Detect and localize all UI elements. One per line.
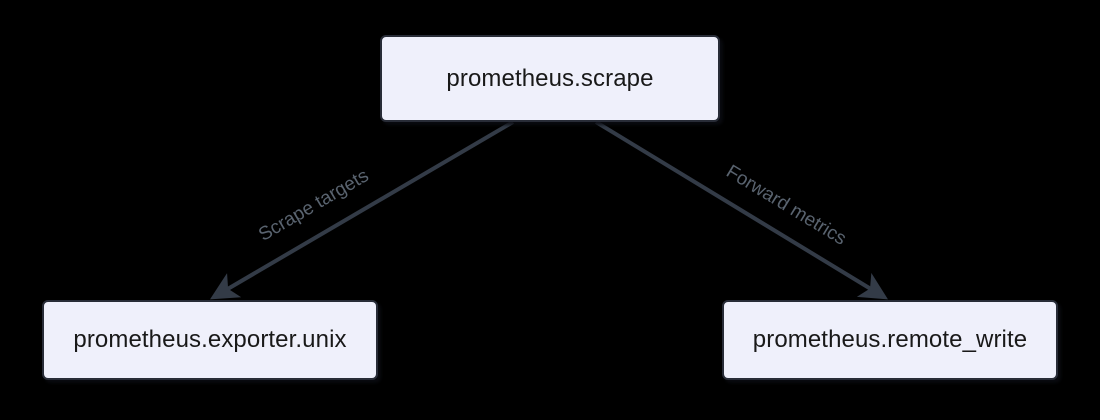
node-prometheus-remote-write[interactable]: prometheus.remote_write <box>722 300 1058 380</box>
node-label: prometheus.remote_write <box>752 326 1028 353</box>
node-label: prometheus.scrape <box>446 64 654 92</box>
node-label: prometheus.exporter.unix <box>73 326 347 353</box>
node-prometheus-scrape[interactable]: prometheus.scrape <box>380 35 720 122</box>
node-prometheus-exporter-unix[interactable]: prometheus.exporter.unix <box>42 300 378 380</box>
edge-scrape-to-exporter <box>209 120 515 300</box>
edge-scrape-to-remote-write <box>594 120 888 300</box>
